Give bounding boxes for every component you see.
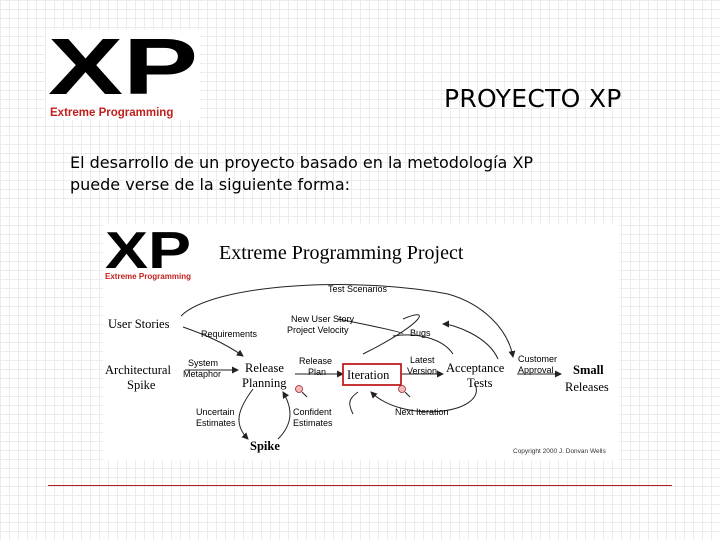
xp-project-diagram: XP Extreme Programming Extreme Programmi… [103,224,619,460]
label-confident-estimates-line1: Confident [293,407,332,417]
node-release-planning-line2: Planning [242,376,287,390]
node-spike: Spike [250,439,280,453]
iteration-box [342,363,402,386]
label-customer-approval-line1: Customer [518,354,557,364]
label-uncertain-estimates-line1: Uncertain [196,407,235,417]
label-requirements: Requirements [201,329,258,339]
node-small-releases-line2: Releases [565,380,609,394]
label-release-plan-line1: Release [299,356,332,366]
label-bugs: Bugs [410,328,431,338]
label-release-plan-line2: Plan [308,367,326,377]
label-system-metaphor-line2: Metaphor [183,369,221,379]
node-acceptance-tests-line1: Acceptance [446,361,505,375]
diagram-title: Extreme Programming Project [219,242,464,264]
xp-logo-letters: XP [48,30,198,111]
label-confident-estimates-line2: Estimates [293,418,333,428]
label-new-user-story-line1: New User Story [291,314,355,324]
xp-logo-caption: Extreme Programming [50,107,173,119]
label-customer-approval-line2: Approval [518,365,554,375]
diagram-logo-caption: Extreme Programming [105,272,191,281]
footer-divider [48,485,672,486]
xp-logo: XP Extreme Programming [46,22,200,120]
diagram-logo-letters: XP [105,224,191,280]
label-uncertain-estimates-line2: Estimates [196,418,236,428]
node-architectural-spike-line1: Architectural [105,363,171,377]
node-acceptance-tests-line2: Tests [467,376,493,390]
node-release-planning-line1: Release [245,361,284,375]
node-iteration: Iteration [347,368,390,382]
slide-title: PROYECTO XP [444,84,622,113]
node-small-releases-line1: Small [573,363,604,377]
node-user-stories: User Stories [108,317,170,331]
diagram-xp-logo: XP Extreme Programming [105,224,191,281]
label-next-iteration: Next Iteration [395,407,449,417]
label-system-metaphor-line1: System [188,358,218,368]
body-line-2: puede verse de la siguiente forma: [70,175,351,194]
magnifier-icon [295,385,308,398]
label-latest-version-line2: Version [407,366,437,376]
label-new-user-story-line2: Project Velocity [287,325,349,335]
label-latest-version-line1: Latest [410,355,435,365]
body-line-1: El desarrollo de un proyecto basado en l… [70,153,534,172]
diagram-copyright: Copyright 2000 J. Donvan Wells [513,448,606,455]
label-test-scenarios: Test Scenarios [328,284,388,294]
magnifier-icon [398,385,411,398]
node-architectural-spike-line2: Spike [127,378,156,392]
body-paragraph: El desarrollo de un proyecto basado en l… [70,152,630,196]
